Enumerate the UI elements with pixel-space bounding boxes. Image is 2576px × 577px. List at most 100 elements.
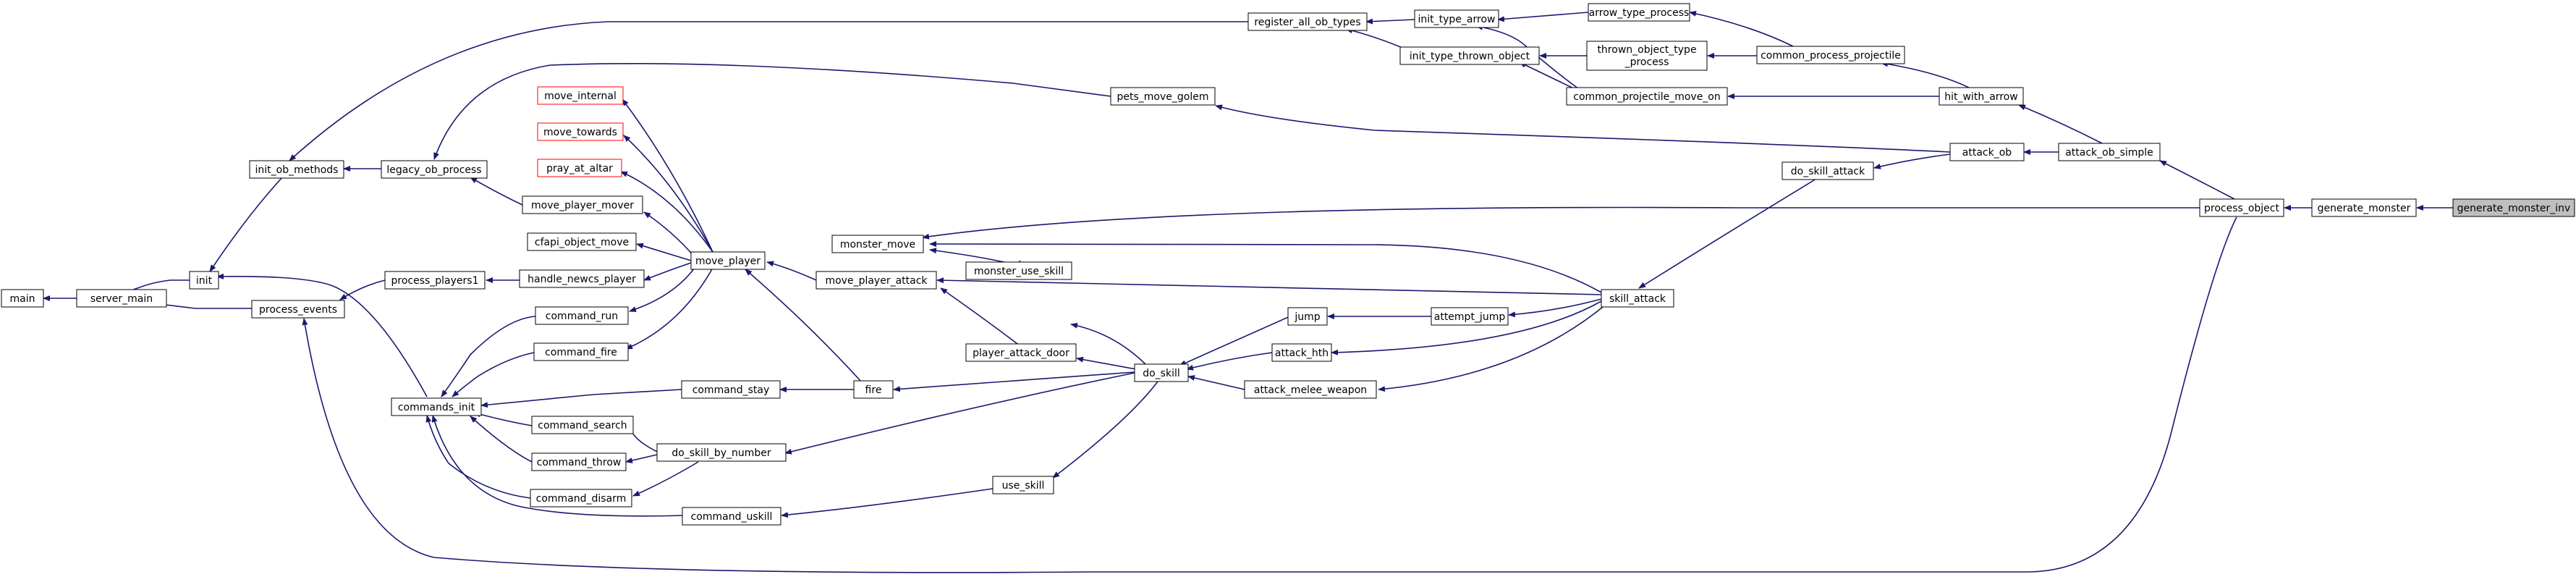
node-jump[interactable]: jump (1287, 307, 1328, 326)
node-legacy_ob_process[interactable]: legacy_ob_process (381, 160, 488, 179)
node-move_towards[interactable]: move_towards (537, 122, 624, 141)
edge-move_player_mover-legacy_ob_process (470, 177, 523, 206)
node-thrown_object_type_process[interactable]: thrown_object_type_process (1586, 41, 1708, 71)
node-generate_monster[interactable]: generate_monster (2311, 198, 2417, 217)
edge-attack_ob-pets_move_golem (1215, 104, 1951, 153)
node-arrow_type_process[interactable]: arrow_type_process (1588, 3, 1690, 22)
node-pets_move_golem[interactable]: pets_move_golem (1110, 87, 1216, 106)
edge-move_player-command_run (629, 267, 695, 312)
node-hit_with_arrow[interactable]: hit_with_arrow (1939, 87, 2024, 106)
edge-do_skill-monster_use_skill (1070, 322, 1148, 366)
edge-skill_attack-move_player_attack (936, 277, 1602, 295)
node-player_attack_door[interactable]: player_attack_door (965, 343, 1077, 362)
edge-hit_with_arrow-common_process_projectile (1881, 61, 1973, 90)
node-main[interactable]: main (1, 289, 44, 308)
edge-do_skill-use_skill (1052, 381, 1158, 479)
node-label: move_player_attack (825, 275, 928, 287)
node-label: init_ob_methods (255, 164, 339, 176)
node-common_projectile_move_on[interactable]: common_projectile_move_on (1566, 87, 1728, 106)
edge-common_process_projectile-arrow_type_process (1689, 10, 1795, 48)
edge-commands_init-init (216, 273, 428, 397)
node-common_process_projectile[interactable]: common_process_projectile (1756, 46, 1905, 64)
node-label: monster_move (840, 239, 915, 250)
node-label: generate_monster_inv (2457, 203, 2571, 214)
node-move_player[interactable]: move_player (690, 251, 766, 270)
edge-move_player-move_internal (622, 98, 713, 253)
node-label: server_main (90, 293, 153, 305)
edge-move_player-command_fire (625, 267, 713, 350)
node-label: handle_newcs_player (528, 274, 636, 285)
node-label: command_fire (545, 347, 617, 358)
node-do_skill[interactable]: do_skill (1134, 363, 1189, 382)
node-attack_hth[interactable]: attack_hth (1271, 343, 1332, 362)
nodes: main server_main init init_ob_methods le… (1, 3, 2575, 526)
edge-command_throw-commands_init (470, 416, 533, 463)
node-command_fire[interactable]: command_fire (533, 342, 629, 361)
node-cfapi_object_move[interactable]: cfapi_object_move (527, 232, 637, 251)
node-label: register_all_ob_types (1254, 17, 1360, 28)
node-use_skill[interactable]: use_skill (992, 476, 1054, 494)
node-skill_attack[interactable]: skill_attack (1601, 289, 1674, 308)
node-label-line2: _process (1624, 56, 1669, 68)
node-move_internal[interactable]: move_internal (537, 86, 624, 105)
node-process_players1[interactable]: process_players1 (384, 271, 486, 290)
node-handle_newcs_player[interactable]: handle_newcs_player (519, 269, 645, 288)
node-label: cfapi_object_move (535, 237, 629, 248)
node-command_disarm[interactable]: command_disarm (530, 489, 632, 507)
node-pray_at_altar[interactable]: pray_at_altar (537, 159, 622, 177)
node-label: hit_with_arrow (1944, 91, 2018, 103)
node-monster_move[interactable]: monster_move (831, 235, 924, 253)
node-label: attack_melee_weapon (1254, 384, 1367, 396)
node-command_throw[interactable]: command_throw (531, 452, 627, 471)
edge-attack_ob-do_skill_attack (1873, 153, 1951, 169)
node-attack_ob_simple[interactable]: attack_ob_simple (2058, 143, 2161, 161)
edge-use_skill-command_uskill (781, 488, 993, 518)
node-monster_use_skill[interactable]: monster_use_skill (965, 261, 1072, 280)
node-label: monster_use_skill (974, 266, 1064, 277)
node-do_skill_by_number[interactable]: do_skill_by_number (656, 443, 787, 462)
node-command_uskill[interactable]: command_uskill (682, 507, 781, 526)
node-label: init_type_thrown_object (1410, 51, 1530, 62)
node-label: jump (1294, 311, 1320, 323)
node-init[interactable]: init (189, 271, 219, 290)
node-label: pray_at_altar (546, 163, 613, 174)
node-init_ob_methods[interactable]: init_ob_methods (249, 160, 344, 179)
node-label: process_players1 (391, 275, 478, 287)
node-init_type_thrown_object[interactable]: init_type_thrown_object (1399, 46, 1540, 65)
node-process_object[interactable]: process_object (2199, 198, 2284, 217)
node-server_main[interactable]: server_main (76, 289, 167, 308)
node-do_skill_attack[interactable]: do_skill_attack (1781, 161, 1874, 180)
node-init_type_arrow[interactable]: init_type_arrow (1414, 9, 1499, 28)
node-label: pets_move_golem (1117, 91, 1209, 103)
node-move_player_attack[interactable]: move_player_attack (815, 271, 937, 290)
node-command_stay[interactable]: command_stay (681, 380, 781, 399)
node-label: process_events (259, 304, 337, 316)
node-attack_ob[interactable]: attack_ob (1949, 143, 2025, 161)
node-label: command_run (546, 311, 618, 322)
node-register_all_ob_types[interactable]: register_all_ob_types (1247, 12, 1368, 31)
node-attempt_jump[interactable]: attempt_jump (1431, 307, 1509, 326)
edge-init_ob_methods-init (209, 177, 283, 272)
node-label: move_player_mover (531, 200, 634, 211)
node-command_run[interactable]: command_run (535, 306, 629, 325)
edge-init-server_main (121, 279, 190, 295)
edge-arrow_type_process-init_type_arrow (1497, 12, 1589, 22)
node-label: process_object (2204, 203, 2279, 214)
edge-command_search-commands_init (473, 411, 533, 426)
node-label: attack_hth (1275, 348, 1329, 359)
node-process_events[interactable]: process_events (251, 300, 345, 319)
node-label: legacy_ob_process (386, 164, 481, 176)
edge-skill_attack-attack_melee_weapon (1378, 303, 1607, 392)
node-attack_melee_weapon[interactable]: attack_melee_weapon (1244, 380, 1377, 399)
edge-command_run-commands_init (441, 316, 536, 397)
node-generate_monster_inv[interactable]: generate_monster_inv (2452, 198, 2575, 217)
node-commands_init[interactable]: commands_init (391, 397, 482, 416)
node-label: command_search (538, 420, 627, 431)
node-command_search[interactable]: command_search (531, 416, 634, 434)
node-fire[interactable]: fire (853, 380, 894, 399)
node-label: do_skill_attack (1791, 166, 1865, 177)
node-move_player_mover[interactable]: move_player_mover (522, 195, 643, 214)
edge-process_players1-process_events (339, 279, 386, 300)
node-label: attack_ob (1962, 147, 2012, 159)
node-label: attack_ob_simple (2065, 147, 2153, 159)
